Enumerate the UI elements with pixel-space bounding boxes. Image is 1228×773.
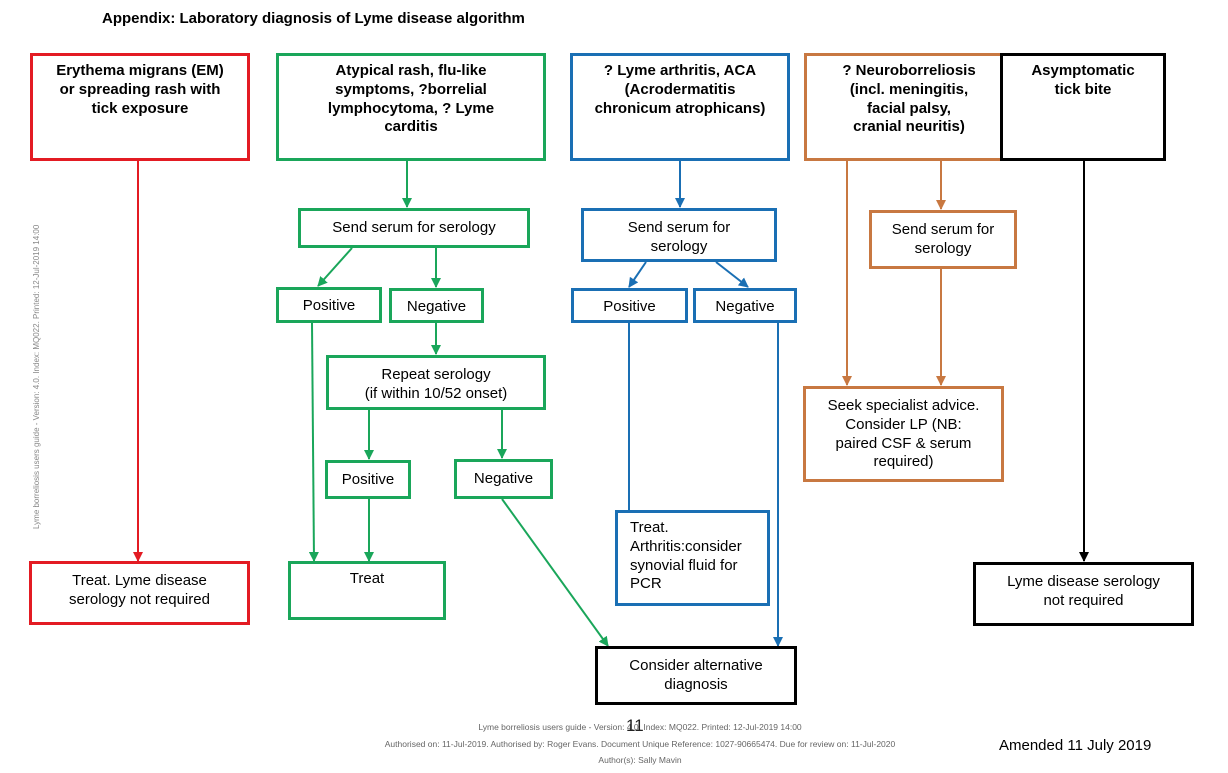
header-atypical-rash: Atypical rash, flu-like symptoms, ?borre…	[276, 53, 546, 161]
page-title: Appendix: Laboratory diagnosis of Lyme d…	[102, 10, 525, 27]
blue-treat-arthritis: Treat. Arthritis:consider synovial fluid…	[615, 510, 770, 606]
consider-alternative-diagnosis: Consider alternative diagnosis	[595, 646, 797, 705]
footer-author-line: Author(s): Sally Mavin	[598, 755, 682, 765]
footer-authorised-line: Authorised on: 11-Jul-2019. Authorised b…	[384, 739, 896, 749]
green-repeat-serology: Repeat serology (if within 10/52 onset)	[326, 355, 546, 410]
arrow-serum-to-positive	[317, 247, 353, 287]
green-negative: Negative	[389, 288, 484, 323]
blue-positive: Positive	[571, 288, 688, 323]
arrow-negative2-to-alternative	[501, 498, 609, 647]
black-serology-not-required: Lyme disease serology not required	[973, 562, 1194, 626]
green-negative-repeat: Negative	[454, 459, 553, 499]
green-positive-repeat: Positive	[325, 460, 411, 499]
arrow-serum-to-positive-blue	[628, 261, 647, 288]
red-treat-no-serology: Treat. Lyme disease serology not require…	[29, 561, 250, 625]
orange-send-serum: Send serum for serology	[869, 210, 1017, 269]
arrow-serum-to-negative-blue	[715, 261, 749, 288]
green-positive: Positive	[276, 287, 382, 323]
arrow-positive-to-treat	[308, 322, 319, 562]
orange-specialist-advice: Seek specialist advice. Consider LP (NB:…	[803, 386, 1004, 482]
green-treat: Treat	[288, 561, 446, 620]
side-watermark-text: Lyme borreliosis users guide - Version: …	[32, 224, 41, 529]
amended-date: Amended 11 July 2019	[999, 737, 1152, 754]
blue-negative: Negative	[693, 288, 797, 323]
page-number: 11	[626, 716, 644, 735]
green-send-serum: Send serum for serology	[298, 208, 530, 248]
header-neuroborreliosis: ? Neuroborreliosis (incl. meningitis, fa…	[804, 53, 1014, 161]
header-asymptomatic-tick-bite: Asymptomatic tick bite	[1000, 53, 1166, 161]
footer-printed-line: Lyme borreliosis users guide - Version: …	[478, 722, 802, 732]
header-lyme-arthritis: ? Lyme arthritis, ACA (Acrodermatitis ch…	[570, 53, 790, 161]
blue-send-serum: Send serum for serology	[581, 208, 777, 262]
header-erythema-migrans: Erythema migrans (EM) or spreading rash …	[30, 53, 250, 161]
